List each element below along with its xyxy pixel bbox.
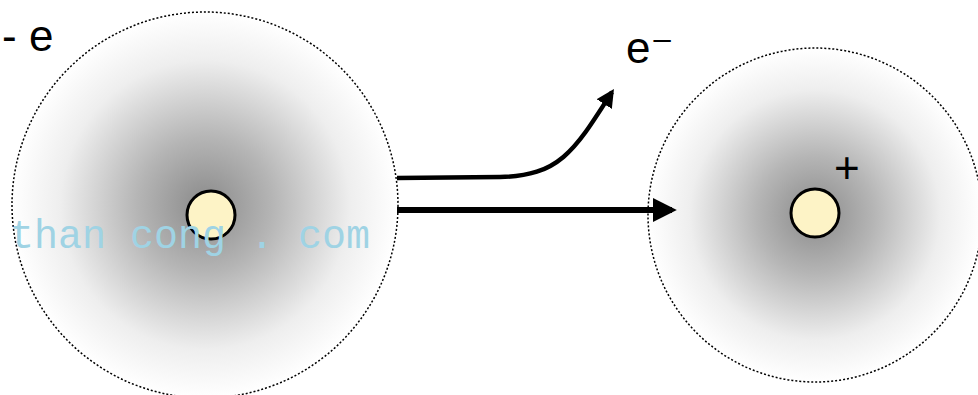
atom-cloud <box>12 12 398 395</box>
nucleus <box>791 189 839 237</box>
watermark: than cong . com <box>10 218 370 258</box>
electron-label: e⁻ <box>626 26 674 70</box>
electron-arrow <box>397 92 612 178</box>
charge-label: - e <box>2 14 53 58</box>
charge-sign: + <box>834 146 860 190</box>
ion-cloud <box>648 48 978 382</box>
particle-arrow <box>397 207 672 213</box>
